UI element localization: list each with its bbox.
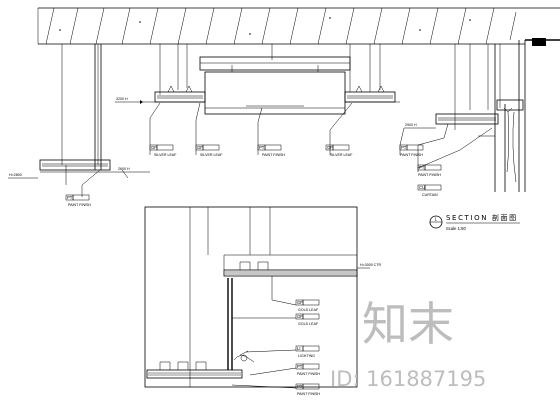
watermark-id: ID: 161887195 — [330, 367, 486, 391]
svg-text:2600 H: 2600 H — [118, 167, 130, 171]
svg-text:2900 H: 2900 H — [405, 123, 417, 127]
tag-code: GF — [297, 314, 303, 319]
section-title: SECTION 剖面图 — [446, 213, 518, 222]
tag-paint-finish-5: PT PAINT FINISH — [295, 363, 320, 376]
tag-label: GOLD LEAF — [298, 308, 319, 312]
tag-paint-finish-6: PT PAINT FINISH — [295, 383, 320, 396]
tag-code: PT — [67, 195, 73, 200]
right-wall — [435, 38, 560, 192]
lower-detail: H=3000 CTR — [144, 206, 381, 389]
svg-text:H=3000 CTR: H=3000 CTR — [360, 263, 381, 267]
ceiling-slab — [37, 7, 560, 45]
tag-code: CU — [419, 185, 425, 190]
tag-code: GF — [197, 145, 203, 150]
tag-label: LIGHTING — [298, 354, 315, 358]
tag-paint-finish-2: PT PAINT FINISH — [399, 144, 423, 157]
left-column — [39, 44, 112, 173]
tag-code: LI — [297, 346, 301, 351]
lower-leaders — [231, 276, 297, 389]
tag-label: CURTAIN — [422, 193, 438, 197]
lower-finish-tags: GF GOLD LEAF GF GOLD LEAF LI LIGHTING PT… — [295, 299, 320, 396]
svg-text:H=2800: H=2800 — [9, 173, 22, 177]
svg-text:3200 H: 3200 H — [116, 97, 128, 101]
tag-label: GOLD LEAF — [298, 322, 319, 326]
section-scale: Scale 1:50 — [446, 226, 466, 231]
tag-label: PAINT FINISH — [418, 173, 441, 177]
tag-label: SILVER LEAF — [154, 153, 177, 157]
tag-curtain: CU CURTAIN — [417, 184, 442, 197]
central-coffer — [140, 56, 400, 115]
upper-finish-tags: GF SILVER LEAF GF SILVER LEAF PT PAINT F… — [65, 144, 442, 207]
tag-code: PT — [419, 165, 425, 170]
tag-silver-leaf-3: GF SILVER LEAF — [325, 144, 353, 157]
dimension-marks: 3200 H 2900 H H=2800 2600 H — [8, 97, 436, 179]
tag-gold-leaf-2: GF GOLD LEAF — [295, 313, 320, 326]
detail-frame — [144, 206, 358, 388]
tag-paint-finish-4: PT PAINT FINISH — [65, 194, 91, 207]
section-title-block: 1 SECTION 剖面图 Scale 1:50 — [429, 213, 520, 231]
lower-hangers — [189, 207, 271, 387]
watermark: 知末 ID: 161887195 — [330, 297, 486, 391]
tag-silver-leaf-2: GF SILVER LEAF — [195, 144, 223, 157]
upper-section: 3200 H 2900 H H=2800 2600 H — [8, 7, 560, 197]
section-number: 1 — [435, 217, 438, 222]
tag-label: PAINT FINISH — [297, 372, 320, 376]
tag-paint-finish-1: PT PAINT FINISH — [257, 144, 285, 157]
watermark-brand: 知末 — [362, 297, 454, 351]
tag-silver-leaf-1: GF SILVER LEAF — [149, 144, 177, 157]
tag-code: GF — [327, 145, 333, 150]
tag-label: PAINT FINISH — [297, 392, 320, 396]
hanger-rods — [61, 44, 501, 165]
tag-label: SILVER LEAF — [330, 153, 353, 157]
tag-label: PAINT FINISH — [68, 203, 91, 207]
tag-label: PAINT FINISH — [400, 153, 423, 157]
tag-gold-leaf-1: GF GOLD LEAF — [295, 299, 320, 312]
lower-ceiling: H=3000 CTR — [146, 254, 381, 379]
tag-code: PT — [297, 364, 303, 369]
tag-code: PT — [297, 384, 303, 389]
tag-code: GF — [151, 145, 157, 150]
tag-code: GF — [297, 300, 303, 305]
tag-code: PT — [401, 145, 407, 150]
tag-label: SILVER LEAF — [200, 153, 223, 157]
tag-label: PAINT FINISH — [262, 153, 285, 157]
tag-lighting: LI LIGHTING — [295, 345, 320, 358]
tag-paint-finish-3: PT PAINT FINISH — [417, 164, 441, 177]
tag-code: PT — [259, 145, 265, 150]
